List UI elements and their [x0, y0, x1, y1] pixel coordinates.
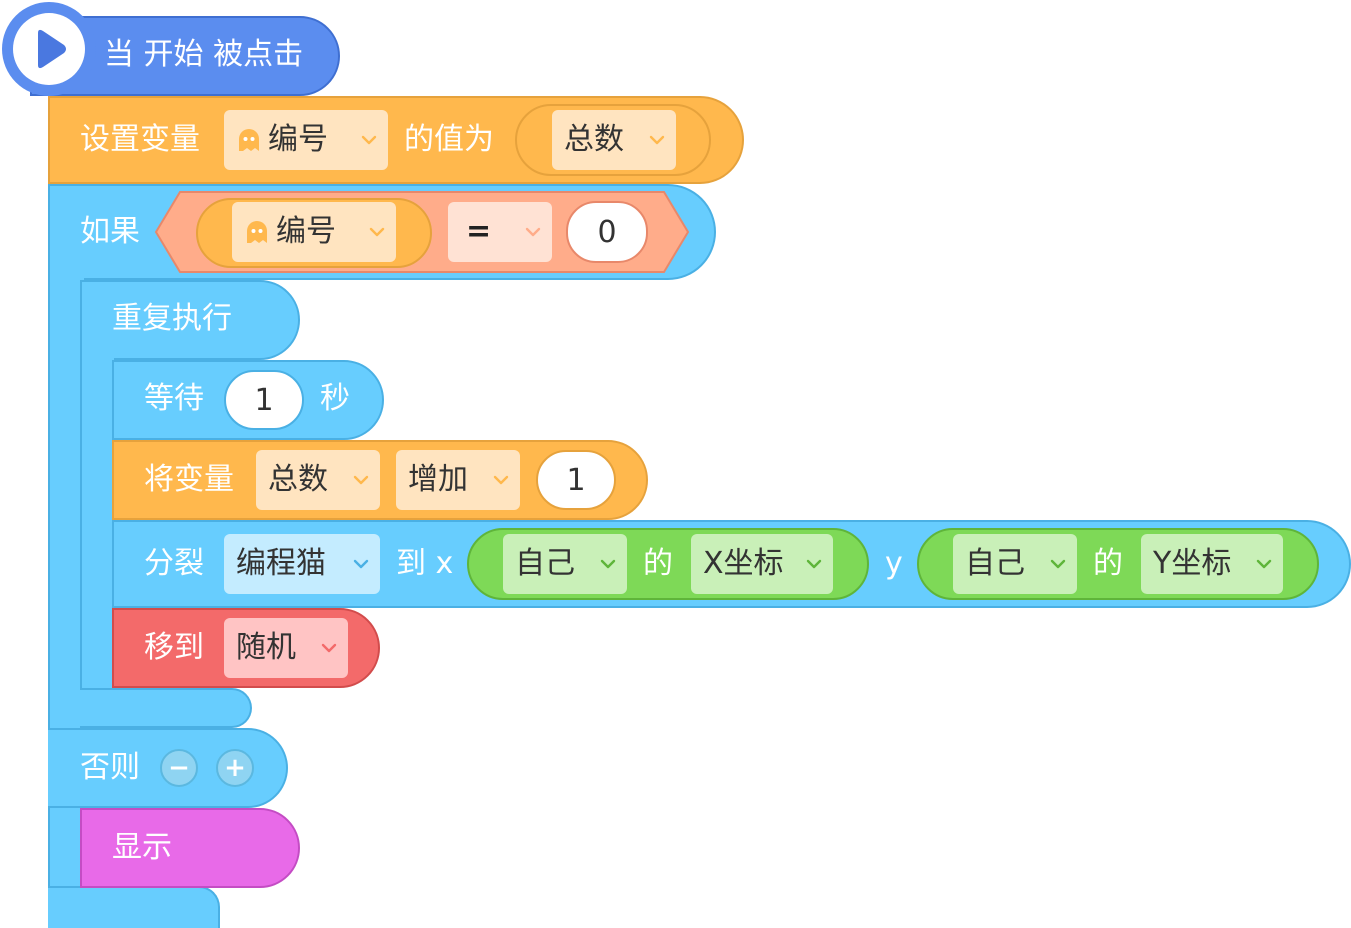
chevron-down-icon	[524, 223, 542, 241]
change-amount-input[interactable]: 1	[536, 450, 616, 510]
clone-target-dropdown[interactable]: 编程猫	[224, 534, 380, 594]
move-label: 移到	[144, 630, 204, 665]
repeat-block-bottom	[80, 688, 252, 728]
y-object-name: 自己	[965, 546, 1025, 581]
play-icon[interactable]	[2, 2, 96, 96]
repeat-block-left-rail	[80, 356, 114, 692]
x-object-name: 自己	[515, 546, 575, 581]
operator-dropdown[interactable]: =	[448, 202, 552, 262]
remove-else-button[interactable]: −	[160, 749, 198, 787]
x-property-name: X坐标	[703, 546, 784, 581]
chevron-down-icon	[599, 555, 617, 573]
chevron-down-icon	[1255, 555, 1273, 573]
if-label: 如果	[80, 214, 140, 249]
y-of-label: 的	[1093, 546, 1123, 581]
wait-seconds-input[interactable]: 1	[224, 370, 304, 430]
value-variable-dropdown[interactable]: 总数	[552, 110, 676, 170]
ghost-icon	[236, 127, 262, 153]
change-action-name: 增加	[408, 462, 468, 497]
set-variable-dropdown[interactable]: 编号	[224, 110, 388, 170]
if-block-bottom	[48, 886, 220, 928]
set-variable-name: 编号	[268, 122, 328, 157]
plus-icon: +	[224, 753, 246, 783]
chevron-down-icon	[805, 555, 823, 573]
if-block-left-rail	[48, 276, 84, 928]
repeat-label: 重复执行	[112, 301, 232, 336]
wait-unit-label: 秒	[320, 381, 350, 416]
x-object-dropdown[interactable]: 自己	[503, 534, 627, 594]
hat-block-label: 当 开始 被点击	[104, 37, 304, 72]
condition-variable-dropdown[interactable]: 编号	[232, 202, 396, 262]
set-variable-mid-label: 的值为	[404, 122, 494, 157]
set-variable-label: 设置变量	[80, 122, 200, 157]
y-property-dropdown[interactable]: Y坐标	[1141, 534, 1283, 594]
show-label: 显示	[112, 830, 172, 865]
change-variable-dropdown[interactable]: 总数	[256, 450, 380, 510]
wait-label: 等待	[144, 381, 204, 416]
x-of-label: 的	[643, 546, 673, 581]
y-property-name: Y坐标	[1153, 546, 1232, 581]
value-variable-name: 总数	[564, 122, 624, 157]
repeat-block-top[interactable]	[80, 280, 300, 360]
move-target-name: 随机	[236, 630, 296, 665]
chevron-down-icon	[1049, 555, 1067, 573]
chevron-down-icon	[492, 471, 510, 489]
condition-value-input[interactable]: 0	[566, 201, 648, 263]
change-variable-label: 将变量	[144, 462, 234, 497]
chevron-down-icon	[360, 131, 378, 149]
clone-target-name: 编程猫	[236, 546, 326, 581]
minus-icon: −	[168, 753, 190, 783]
chevron-down-icon	[648, 131, 666, 149]
change-variable-name: 总数	[268, 462, 328, 497]
x-property-dropdown[interactable]: X坐标	[691, 534, 833, 594]
chevron-down-icon	[320, 639, 338, 657]
else-label: 否则	[80, 750, 140, 785]
operator-symbol: =	[466, 214, 492, 249]
add-else-if-button[interactable]: +	[216, 749, 254, 787]
y-object-dropdown[interactable]: 自己	[953, 534, 1077, 594]
condition-variable-name: 编号	[276, 214, 336, 249]
move-target-dropdown[interactable]: 随机	[224, 618, 348, 678]
clone-label: 分裂	[144, 546, 204, 581]
chevron-down-icon	[368, 223, 386, 241]
show-block[interactable]	[80, 808, 300, 888]
chevron-down-icon	[352, 471, 370, 489]
ghost-icon	[244, 219, 270, 245]
clone-y-label: y	[885, 546, 903, 581]
change-action-dropdown[interactable]: 增加	[396, 450, 520, 510]
chevron-down-icon	[352, 555, 370, 573]
clone-to-x-label: 到 x	[396, 546, 454, 581]
